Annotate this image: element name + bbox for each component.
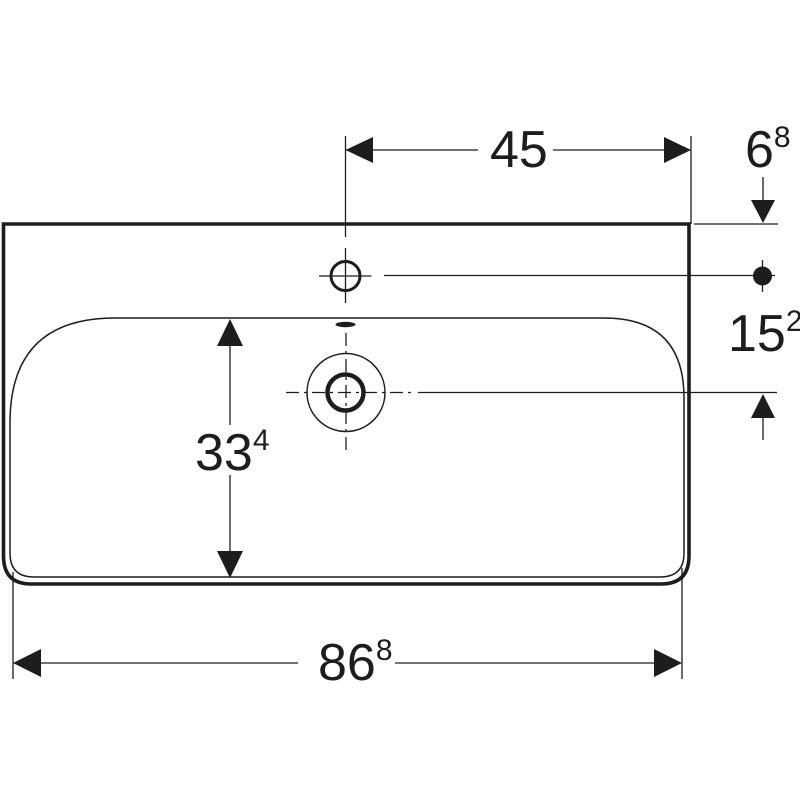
basin-bowl-outline [9, 317, 685, 578]
dim-6-8-label: 68 [745, 121, 791, 179]
dim-45-label: 45 [490, 121, 548, 179]
dim-45-arrow-right [664, 137, 691, 163]
dim-33-4-arrow-down [217, 551, 243, 578]
dim-6-8-arrow-down [751, 200, 775, 223]
dim-33-4-label: 334 [195, 424, 270, 482]
dim-86-8-label: 868 [318, 634, 393, 692]
washbasin-outer-outline [1, 222, 691, 586]
drain-hole-circle [325, 372, 366, 413]
dim-15-2-arrow-up [751, 394, 775, 418]
tap-axis-end-dot [753, 266, 772, 286]
dim-33-4-arrow-up [217, 319, 243, 346]
drawing-fills: 45 68 152 334 868 [13, 121, 800, 692]
overflow-slot [335, 321, 356, 328]
dim-45-arrow-left [345, 137, 373, 163]
dim-15-2-label: 152 [728, 305, 800, 363]
dim-86-8-arrow-right [654, 649, 682, 677]
drawing-linework [1, 136, 778, 679]
dim-86-8-arrow-left [13, 649, 41, 677]
